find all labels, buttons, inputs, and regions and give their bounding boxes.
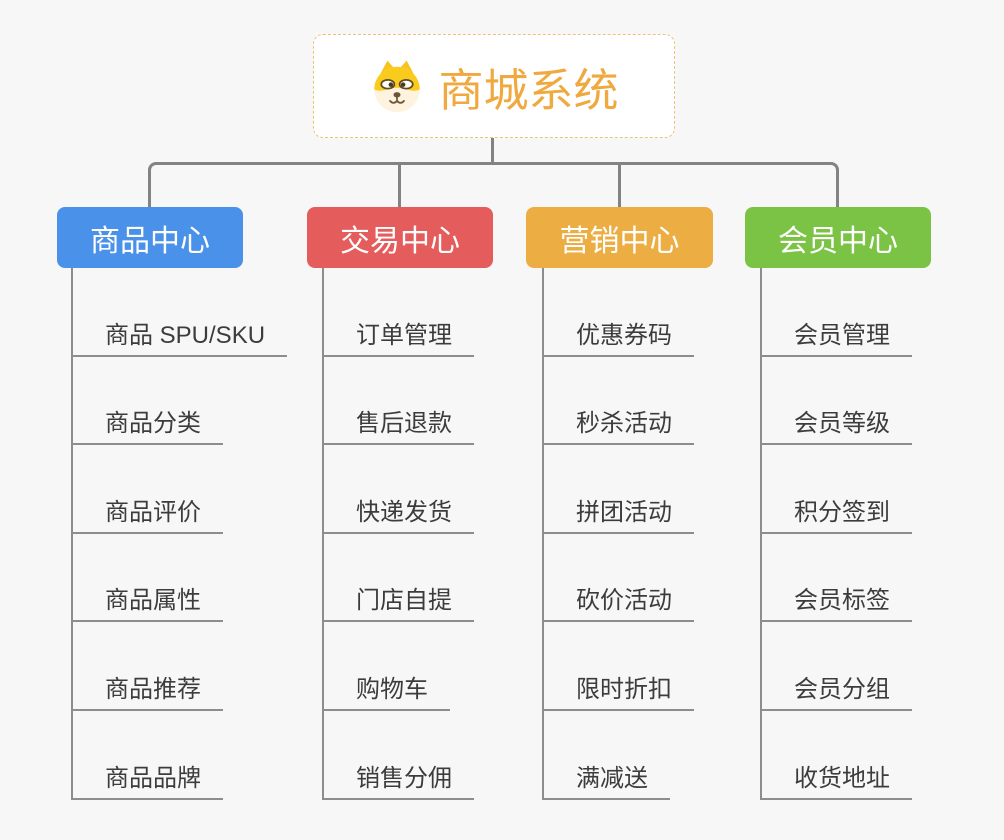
leaf-node[interactable]: 商品推荐 (73, 622, 223, 711)
branch-node-product-center[interactable]: 商品中心 (57, 207, 243, 268)
column-trade-center: 订单管理 售后退款 快递发货 门店自提 购物车 销售分佣 (322, 268, 474, 800)
leaf-node[interactable]: 优惠券码 (544, 268, 694, 357)
leaf-node[interactable]: 会员标签 (762, 534, 912, 623)
leaf-node[interactable]: 秒杀活动 (544, 357, 694, 446)
connector-stub-trade (398, 163, 401, 208)
leaf-node[interactable]: 砍价活动 (544, 534, 694, 623)
branch-node-marketing-center[interactable]: 营销中心 (526, 207, 713, 268)
leaf-node[interactable]: 商品 SPU/SKU (73, 268, 288, 357)
root-node-mall-system[interactable]: 商城系统 (313, 34, 675, 138)
leaf-node[interactable]: 满减送 (544, 711, 670, 800)
leaf-node[interactable]: 商品分类 (73, 357, 223, 446)
leaf-node[interactable]: 订单管理 (324, 268, 474, 357)
leaf-node[interactable]: 会员等级 (762, 357, 912, 446)
branch-node-member-center[interactable]: 会员中心 (745, 207, 931, 268)
dog-face-icon (369, 58, 425, 114)
connector-frame (148, 162, 839, 208)
leaf-node[interactable]: 售后退款 (324, 357, 474, 446)
leaf-node[interactable]: 拼团活动 (544, 445, 694, 534)
connector-stub-marketing (618, 163, 621, 208)
leaf-node[interactable]: 限时折扣 (544, 622, 694, 711)
connector-root-stub (491, 138, 494, 165)
leaf-node[interactable]: 收货地址 (762, 711, 912, 800)
leaf-node[interactable]: 快递发货 (324, 445, 474, 534)
leaf-node[interactable]: 商品属性 (73, 534, 223, 623)
column-member-center: 会员管理 会员等级 积分签到 会员标签 会员分组 收货地址 (760, 268, 912, 800)
leaf-node[interactable]: 销售分佣 (324, 711, 474, 800)
root-title: 商城系统 (438, 64, 619, 116)
leaf-node[interactable]: 门店自提 (324, 534, 474, 623)
leaf-node[interactable]: 会员管理 (762, 268, 912, 357)
leaf-node[interactable]: 商品评价 (73, 445, 223, 534)
column-marketing-center: 优惠券码 秒杀活动 拼团活动 砍价活动 限时折扣 满减送 (542, 268, 694, 800)
column-product-center: 商品 SPU/SKU 商品分类 商品评价 商品属性 商品推荐 商品品牌 (71, 268, 288, 800)
leaf-node[interactable]: 购物车 (324, 622, 450, 711)
leaf-node[interactable]: 积分签到 (762, 445, 912, 534)
leaf-node[interactable]: 会员分组 (762, 622, 912, 711)
leaf-node[interactable]: 商品品牌 (73, 711, 223, 800)
branch-node-trade-center[interactable]: 交易中心 (307, 207, 493, 268)
